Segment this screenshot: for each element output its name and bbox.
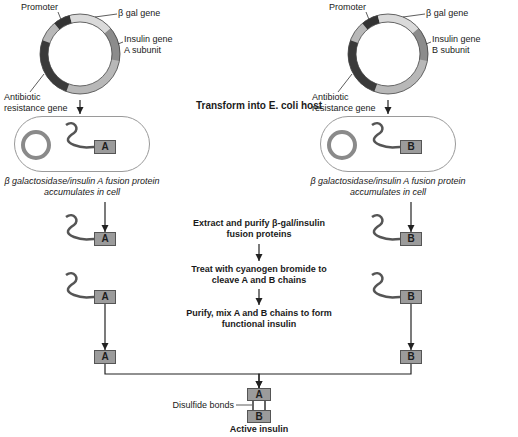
plasmid (40, 14, 120, 94)
host-cell: β galactosidase/insulin A fusion protein… (2, 116, 162, 202)
flow-arrows (80, 100, 388, 305)
product-label: Active insulin (199, 424, 319, 435)
flow-connector (410, 202, 411, 232)
flow-connector (104, 202, 105, 232)
chain-box: A (94, 350, 116, 364)
chain-box: B (400, 290, 422, 304)
part-label: Promoter (326, 2, 366, 13)
leader-lines (30, 12, 431, 405)
flow-connector (259, 364, 411, 388)
part-label: β gal gene (118, 8, 178, 19)
fusion-protein (66, 215, 94, 239)
plasmid (348, 14, 428, 94)
chain-letter: A (101, 352, 108, 362)
chain-letter: A (101, 234, 108, 244)
fusion-protein (372, 123, 400, 147)
chain-letter: B (407, 234, 414, 244)
chain-box: B (247, 410, 271, 423)
chain-letter: A (255, 390, 262, 400)
step-label: Transform into E. coli host (174, 100, 344, 112)
part-label: Insulin gene A subunit (124, 34, 180, 56)
part-label: β gal gene (426, 8, 486, 19)
fusion-protein (66, 273, 94, 297)
part-label: Insulin gene B subunit (432, 34, 488, 56)
flow-connector (105, 364, 259, 388)
cell-outline (320, 116, 456, 172)
chain-box: B (400, 232, 422, 246)
chain-letter: B (407, 292, 414, 302)
cell-caption: β galactosidase/insulin A fusion protein… (308, 176, 468, 198)
chain-box: A (94, 290, 116, 304)
flow-connector (104, 304, 105, 350)
fusion-protein (66, 123, 94, 147)
cell-outline (14, 116, 150, 172)
cell-caption: β galactosidase/insulin A fusion protein… (2, 176, 162, 198)
part-label: Disulfide bonds (160, 400, 234, 411)
plasmid-small (329, 132, 355, 158)
chain-box: A (247, 388, 271, 401)
part-label: Antibiotic resistance gene (312, 92, 382, 114)
fusion-protein (372, 273, 400, 297)
chain-box: B (400, 140, 422, 154)
chain-box: A (94, 140, 116, 154)
chain-letter: A (101, 142, 108, 152)
chain-letter: B (407, 352, 414, 362)
part-label: Antibiotic resistance gene (4, 92, 74, 114)
step-label: Extract and purify β-gal/insulin fusion … (184, 218, 334, 240)
disulfide-bonds (253, 401, 265, 410)
chain-letter: A (101, 292, 108, 302)
flow-connector (410, 304, 411, 350)
step-label: Treat with cyanogen bromide to cleave A … (184, 264, 334, 286)
plasmid-small (23, 132, 49, 158)
host-cell: β galactosidase/insulin A fusion protein… (308, 116, 468, 202)
chain-box: A (94, 232, 116, 246)
step-label: Purify, mix A and B chains to form funct… (184, 308, 334, 330)
chain-letter: B (255, 412, 262, 422)
chain-letter: B (407, 142, 414, 152)
fusion-protein (372, 215, 400, 239)
part-label: Promoter (18, 2, 58, 13)
chain-box: B (400, 350, 422, 364)
